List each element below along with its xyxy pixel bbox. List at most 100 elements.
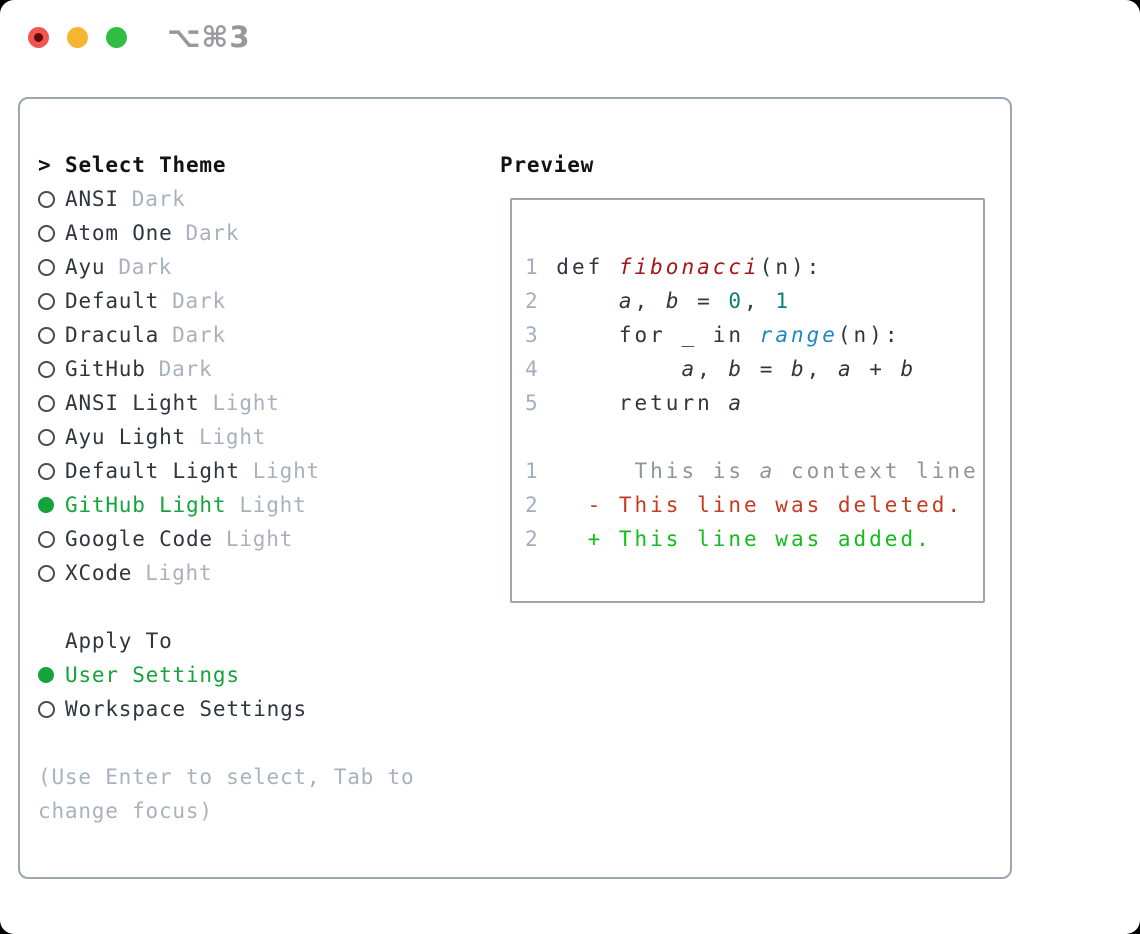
code-token: ,	[744, 289, 776, 313]
code-token: b	[791, 357, 807, 381]
radio-cell	[38, 190, 65, 208]
radio-selected-icon	[38, 497, 54, 513]
radio-cell	[38, 497, 65, 513]
code-line: 2 - This line was deleted.	[525, 488, 983, 522]
spacer-row	[38, 590, 488, 624]
radio-icon	[38, 700, 55, 718]
theme-name: Dracula	[65, 323, 160, 347]
help-text-line-2: change focus)	[38, 799, 213, 823]
code-token: ,	[806, 357, 838, 381]
code-token: def	[540, 255, 619, 279]
code-line: 2 + This line was added.	[525, 522, 983, 556]
radio-cell	[38, 394, 65, 412]
code-token: a	[618, 289, 635, 313]
line-number: 1	[525, 459, 541, 483]
theme-variant-tag: Dark	[185, 221, 240, 245]
code-token: b	[728, 357, 745, 381]
apply-to-header: Apply To	[38, 624, 488, 658]
zoom-button[interactable]	[106, 27, 127, 48]
theme-name: GitHub	[65, 357, 146, 381]
code-token: b	[900, 357, 917, 381]
code-token: ,	[634, 289, 666, 313]
code-token: for _ in	[540, 323, 760, 347]
radio-cell	[38, 564, 65, 582]
apply-option-label: User Settings	[65, 663, 240, 687]
theme-name: Google Code	[65, 527, 213, 551]
code-token: a	[837, 357, 854, 381]
close-record-dot-icon	[34, 33, 43, 42]
line-number: 2	[525, 289, 541, 313]
theme-option[interactable]: XCode Light	[38, 556, 488, 590]
code-token	[541, 289, 619, 313]
radio-icon	[38, 360, 55, 378]
theme-variant-tag: Dark	[118, 255, 173, 279]
code-line: 5 return a	[525, 386, 983, 420]
theme-variant-tag: Light	[252, 459, 320, 483]
apply-option[interactable]: Workspace Settings	[38, 692, 488, 726]
preview-title: Preview	[500, 153, 595, 177]
theme-name: ANSI Light	[65, 391, 200, 415]
select-theme-title: Select Theme	[65, 153, 227, 177]
theme-name: Default Light	[65, 459, 240, 483]
radio-cell	[38, 462, 65, 480]
radio-cell	[38, 258, 65, 276]
apply-option[interactable]: User Settings	[38, 658, 488, 692]
line-number: 2	[525, 527, 541, 551]
minimize-button[interactable]	[67, 27, 88, 48]
code-line	[525, 420, 983, 454]
radio-cell	[38, 224, 65, 242]
code-token: range	[759, 323, 838, 347]
radio-icon	[38, 326, 55, 344]
radio-icon	[38, 394, 55, 412]
window-shortcut-label: ⌥⌘3	[167, 20, 251, 54]
theme-variant-tag: Light	[225, 527, 294, 551]
radio-icon	[38, 564, 55, 582]
code-line: 1 This is a context line.	[525, 454, 983, 488]
spacer-row	[38, 726, 488, 760]
code-token: return	[540, 391, 729, 415]
line-number: 2	[525, 493, 541, 517]
code-token: ,	[697, 357, 729, 381]
theme-name: ANSI	[65, 187, 119, 211]
code-token: b	[665, 289, 682, 313]
theme-variant-tag: Dark	[172, 323, 226, 347]
theme-name: Default	[65, 289, 160, 313]
select-theme-header: > Select Theme	[38, 148, 488, 182]
radio-cell	[38, 530, 65, 548]
theme-option[interactable]: Atom One Dark	[38, 216, 488, 250]
close-button[interactable]	[28, 27, 49, 48]
code-token: a	[759, 459, 776, 483]
theme-option[interactable]: GitHub Dark	[38, 352, 488, 386]
theme-variant-tag: Dark	[158, 357, 213, 381]
radio-icon	[38, 292, 55, 310]
code-line: 4 a, b = b, a + b	[525, 352, 983, 386]
prompt-icon: >	[38, 153, 52, 177]
theme-variant-tag: Light	[199, 425, 267, 449]
radio-cell	[38, 428, 65, 446]
theme-name: Atom One	[65, 221, 173, 245]
theme-option[interactable]: Dracula Dark	[38, 318, 488, 352]
radio-icon	[38, 428, 55, 446]
radio-cell	[38, 667, 65, 683]
radio-cell	[38, 326, 65, 344]
theme-option[interactable]: Default Light Light	[38, 454, 488, 488]
code-token: (n):	[837, 323, 901, 347]
code-token: context line.	[775, 459, 985, 483]
theme-variant-tag: Light	[239, 493, 307, 517]
code-line: 1 def fibonacci(n):	[525, 250, 983, 284]
radio-icon	[38, 190, 55, 208]
theme-name: XCode	[65, 561, 133, 585]
theme-option[interactable]: Google Code Light	[38, 522, 488, 556]
theme-variant-tag: Light	[145, 561, 213, 585]
